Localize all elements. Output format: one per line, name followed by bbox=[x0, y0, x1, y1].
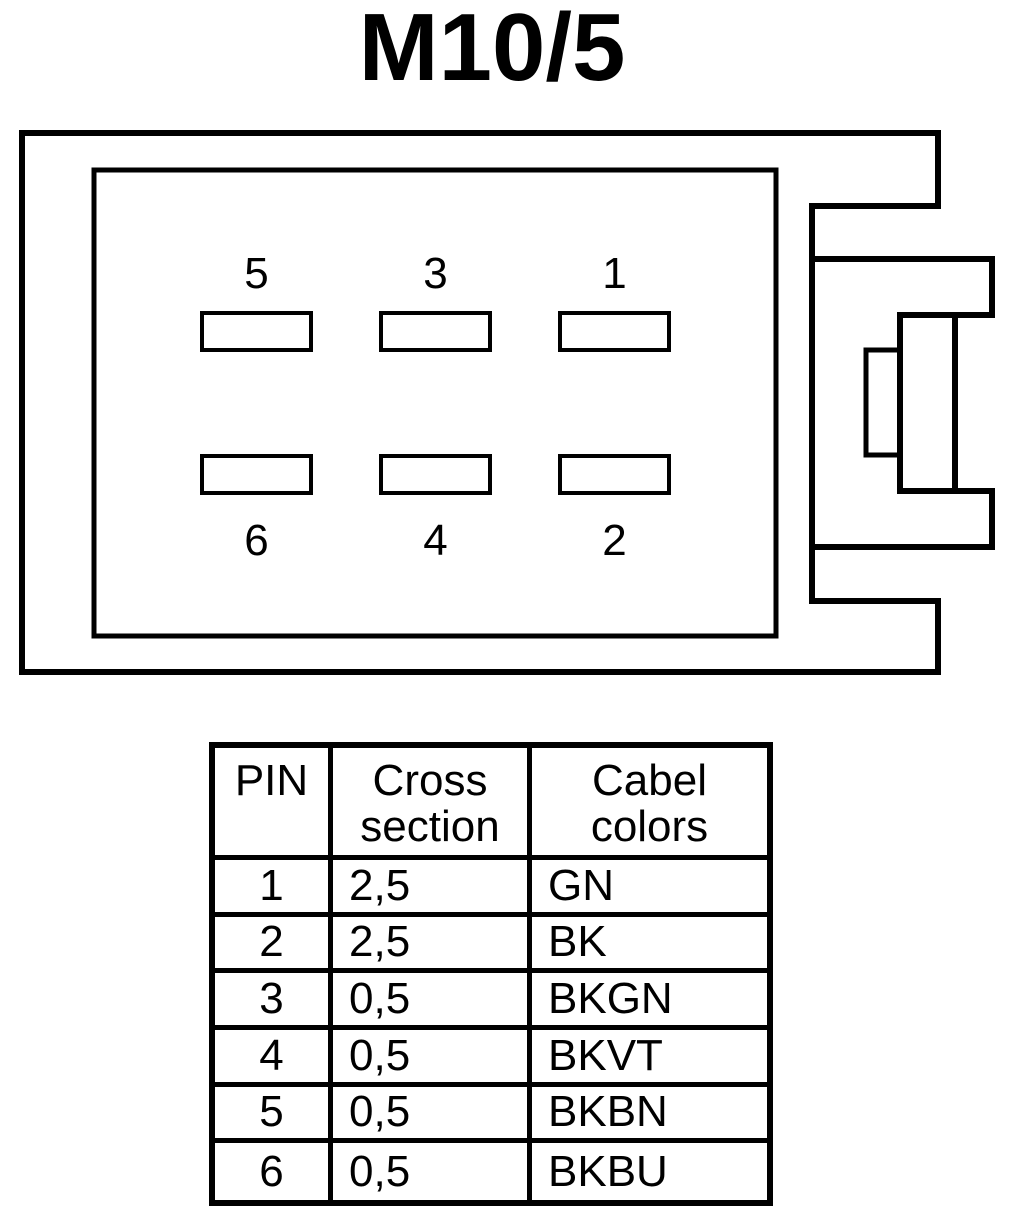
header-cable-colors-line-2: colors bbox=[590, 802, 709, 851]
cross-section-cell: 0,5 bbox=[333, 1143, 532, 1200]
table-row: 5 0,5 BKBN bbox=[215, 1086, 767, 1144]
cable-color-cell: BKGN bbox=[532, 973, 767, 1030]
pin-slot-5 bbox=[200, 311, 313, 352]
pin-cell: 4 bbox=[215, 1029, 333, 1087]
cross-section-cell: 2,5 bbox=[333, 916, 532, 974]
pin-slot-3 bbox=[379, 311, 492, 352]
pin-cell: 1 bbox=[215, 860, 333, 917]
cross-section-cell: 2,5 bbox=[333, 860, 532, 917]
header-cross-section-line-2: section bbox=[360, 802, 500, 851]
cross-section-cell: 0,5 bbox=[333, 973, 532, 1030]
cross-section-cell: 0,5 bbox=[333, 1029, 532, 1087]
cable-color-cell: BKVT bbox=[532, 1030, 767, 1087]
cable-color-cell: BKBU bbox=[548, 1146, 668, 1196]
cable-color-cell: GN bbox=[532, 860, 767, 917]
pin-cell: 2 bbox=[215, 916, 333, 974]
table-row: 6 0,5 BKBU bbox=[215, 1143, 767, 1200]
pin-cell: 5 bbox=[215, 1086, 333, 1144]
pin-cell: 6 bbox=[215, 1143, 333, 1200]
pin-label-2: 2 bbox=[602, 516, 626, 565]
diagram-title: M10/5 bbox=[358, 0, 626, 101]
table-row: 2 2,5 BK bbox=[215, 916, 767, 974]
header-pin: PIN bbox=[215, 748, 333, 860]
header-cross-section: Cross section bbox=[333, 748, 532, 860]
cable-color-cell: BK bbox=[532, 917, 767, 974]
connector-housing bbox=[19, 130, 941, 675]
table-row: 3 0,5 BKGN bbox=[215, 973, 767, 1030]
pin-label-3: 3 bbox=[423, 249, 447, 298]
pin-slot-1 bbox=[558, 311, 671, 352]
pin-slot-2 bbox=[558, 454, 671, 495]
header-cable-colors: Cabel colors bbox=[532, 748, 767, 860]
cable-color-cell: BKBN bbox=[532, 1087, 767, 1144]
pin-group: 5 3 1 6 4 2 bbox=[200, 249, 671, 565]
table-row: 4 0,5 BKVT bbox=[215, 1029, 767, 1087]
table-row: 1 2,5 GN bbox=[215, 860, 767, 917]
pin-label-6: 6 bbox=[244, 516, 268, 565]
connector-pin-field bbox=[91, 167, 779, 639]
pin-label-4: 4 bbox=[423, 516, 447, 565]
pin-slot-4 bbox=[379, 454, 492, 495]
pin-label-5: 5 bbox=[244, 249, 268, 298]
cross-section-cell: 0,5 bbox=[333, 1086, 532, 1144]
header-cross-section-line-1: Cross bbox=[372, 756, 488, 805]
pin-label-1: 1 bbox=[602, 249, 626, 298]
connector-latch-tab bbox=[863, 347, 903, 458]
pin-slot-6 bbox=[200, 454, 313, 495]
pin-table: PIN Cross section Cabel colors 1 2,5 GN … bbox=[209, 742, 773, 1206]
header-cable-colors-line-1: Cabel bbox=[592, 756, 707, 805]
pin-table-header-row: PIN Cross section Cabel colors bbox=[215, 748, 767, 860]
connector-diagram: 5 3 1 6 4 2 bbox=[19, 130, 995, 675]
pin-cell: 3 bbox=[215, 973, 333, 1030]
